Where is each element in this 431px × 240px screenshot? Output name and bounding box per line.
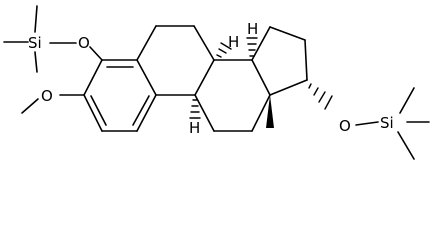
- bond-c11-c9: [194, 94, 215, 132]
- ring-b: [136, 25, 215, 96]
- bond-c13-c12: [251, 94, 271, 132]
- o-label-c3: O: [41, 87, 53, 105]
- bond-si-me-up: [34, 5, 38, 33]
- double-bond-c10-c1: [132, 95, 150, 126]
- bond-o4-c4: [89, 46, 103, 61]
- bond-si-me-up-r: [399, 87, 415, 114]
- tms-group-left: [3, 5, 103, 73]
- bond-c8-c9: [194, 59, 215, 96]
- ring-c: [194, 59, 271, 132]
- h-label-c9: H: [189, 119, 200, 137]
- wedge-bond-c13-methyl: [266, 95, 274, 128]
- double-bond-c2-c3: [90, 95, 107, 126]
- bond-o17-si: [355, 121, 379, 126]
- o-label-c4: O: [78, 34, 90, 52]
- bond-c5-c6: [136, 25, 157, 61]
- bond-c15-c16: [269, 26, 306, 41]
- ring-a-aromatic: [83, 59, 157, 132]
- hash-bond-c9-h: [189, 99, 201, 119]
- bond-c17-c13: [269, 79, 308, 96]
- molecule-diagram: Si O O H H H O Si: [3, 5, 430, 160]
- bond-c2-c3: [83, 94, 103, 132]
- bond-c14-c13: [251, 59, 271, 96]
- si-label-right: Si: [380, 114, 394, 132]
- bond-o3-me: [21, 98, 39, 114]
- hash-bond-c17-o: [308, 83, 333, 110]
- bond-si-me-down: [34, 51, 38, 73]
- bond-c14-c15: [251, 26, 271, 61]
- h-label-c8: H: [228, 33, 239, 51]
- bond-c3-c4: [83, 59, 103, 96]
- bond-c16-c17: [304, 39, 308, 81]
- bond-c10-c1: [136, 94, 157, 132]
- methoxy-group: [21, 94, 85, 114]
- structure-svg: Si O O H H H O Si: [3, 5, 430, 160]
- h-label-c14: H: [247, 20, 258, 38]
- hash-bond-c14-h: [246, 37, 258, 57]
- o-label-c17: O: [339, 117, 351, 135]
- ring-d: [251, 26, 308, 96]
- bond-si-me-down-r: [397, 131, 415, 160]
- bond-c5-c10: [136, 59, 157, 96]
- si-label-left: Si: [28, 34, 42, 52]
- hash-bond-c8-h: [216, 42, 232, 58]
- bond-c7-c8: [193, 25, 215, 61]
- tms-group-right: [355, 87, 430, 160]
